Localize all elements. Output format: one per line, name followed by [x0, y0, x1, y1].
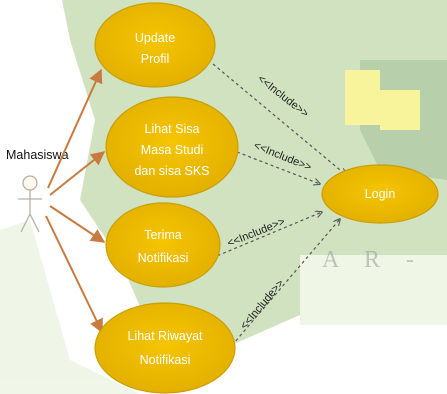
usecase-lihat-sisa[interactable]: Lihat Sisa Masa Studi dan sisa SKS: [105, 96, 239, 198]
association-terima: [49, 205, 106, 243]
include-relations: [211, 63, 346, 351]
usecase-lihat-riwayat[interactable]: Lihat Riwayat Notifikasi: [94, 302, 236, 394]
association-update: [47, 68, 103, 189]
usecase-label-line: Profil: [141, 52, 169, 66]
usecase-label-line: Lihat Riwayat: [127, 329, 203, 343]
usecase-terima-notifikasi[interactable]: Terima Notifikasi: [105, 202, 221, 288]
include-line-terima: [211, 212, 322, 259]
usecase-label-line: Notifikasi: [140, 353, 191, 367]
usecase-label-line: Update: [135, 31, 175, 45]
include-line-update: [212, 63, 346, 175]
usecase-label-line: dan sisa SKS: [134, 164, 209, 178]
actor-label: Mahasiswa: [6, 148, 69, 162]
actor-head-icon: [22, 175, 38, 191]
include-line-lihat-sisa: [236, 151, 320, 184]
usecase-login[interactable]: Login: [321, 164, 439, 224]
association-lihat-sisa: [49, 151, 106, 196]
associations: [45, 68, 106, 334]
usecase-update-profil[interactable]: Update Profil: [94, 2, 216, 88]
usecase-label-line: Masa Studi: [141, 143, 204, 157]
usecase-label-line: Notifikasi: [138, 251, 189, 265]
association-riwayat: [45, 215, 103, 334]
actor-mahasiswa[interactable]: [18, 175, 42, 233]
include-line-riwayat: [227, 219, 340, 351]
usecase-label-line: Login: [365, 187, 396, 201]
watermark-text: A R -: [322, 247, 424, 273]
usecase-label-line: Terima: [144, 228, 182, 242]
usecase-label-line: Lihat Sisa: [145, 122, 200, 136]
